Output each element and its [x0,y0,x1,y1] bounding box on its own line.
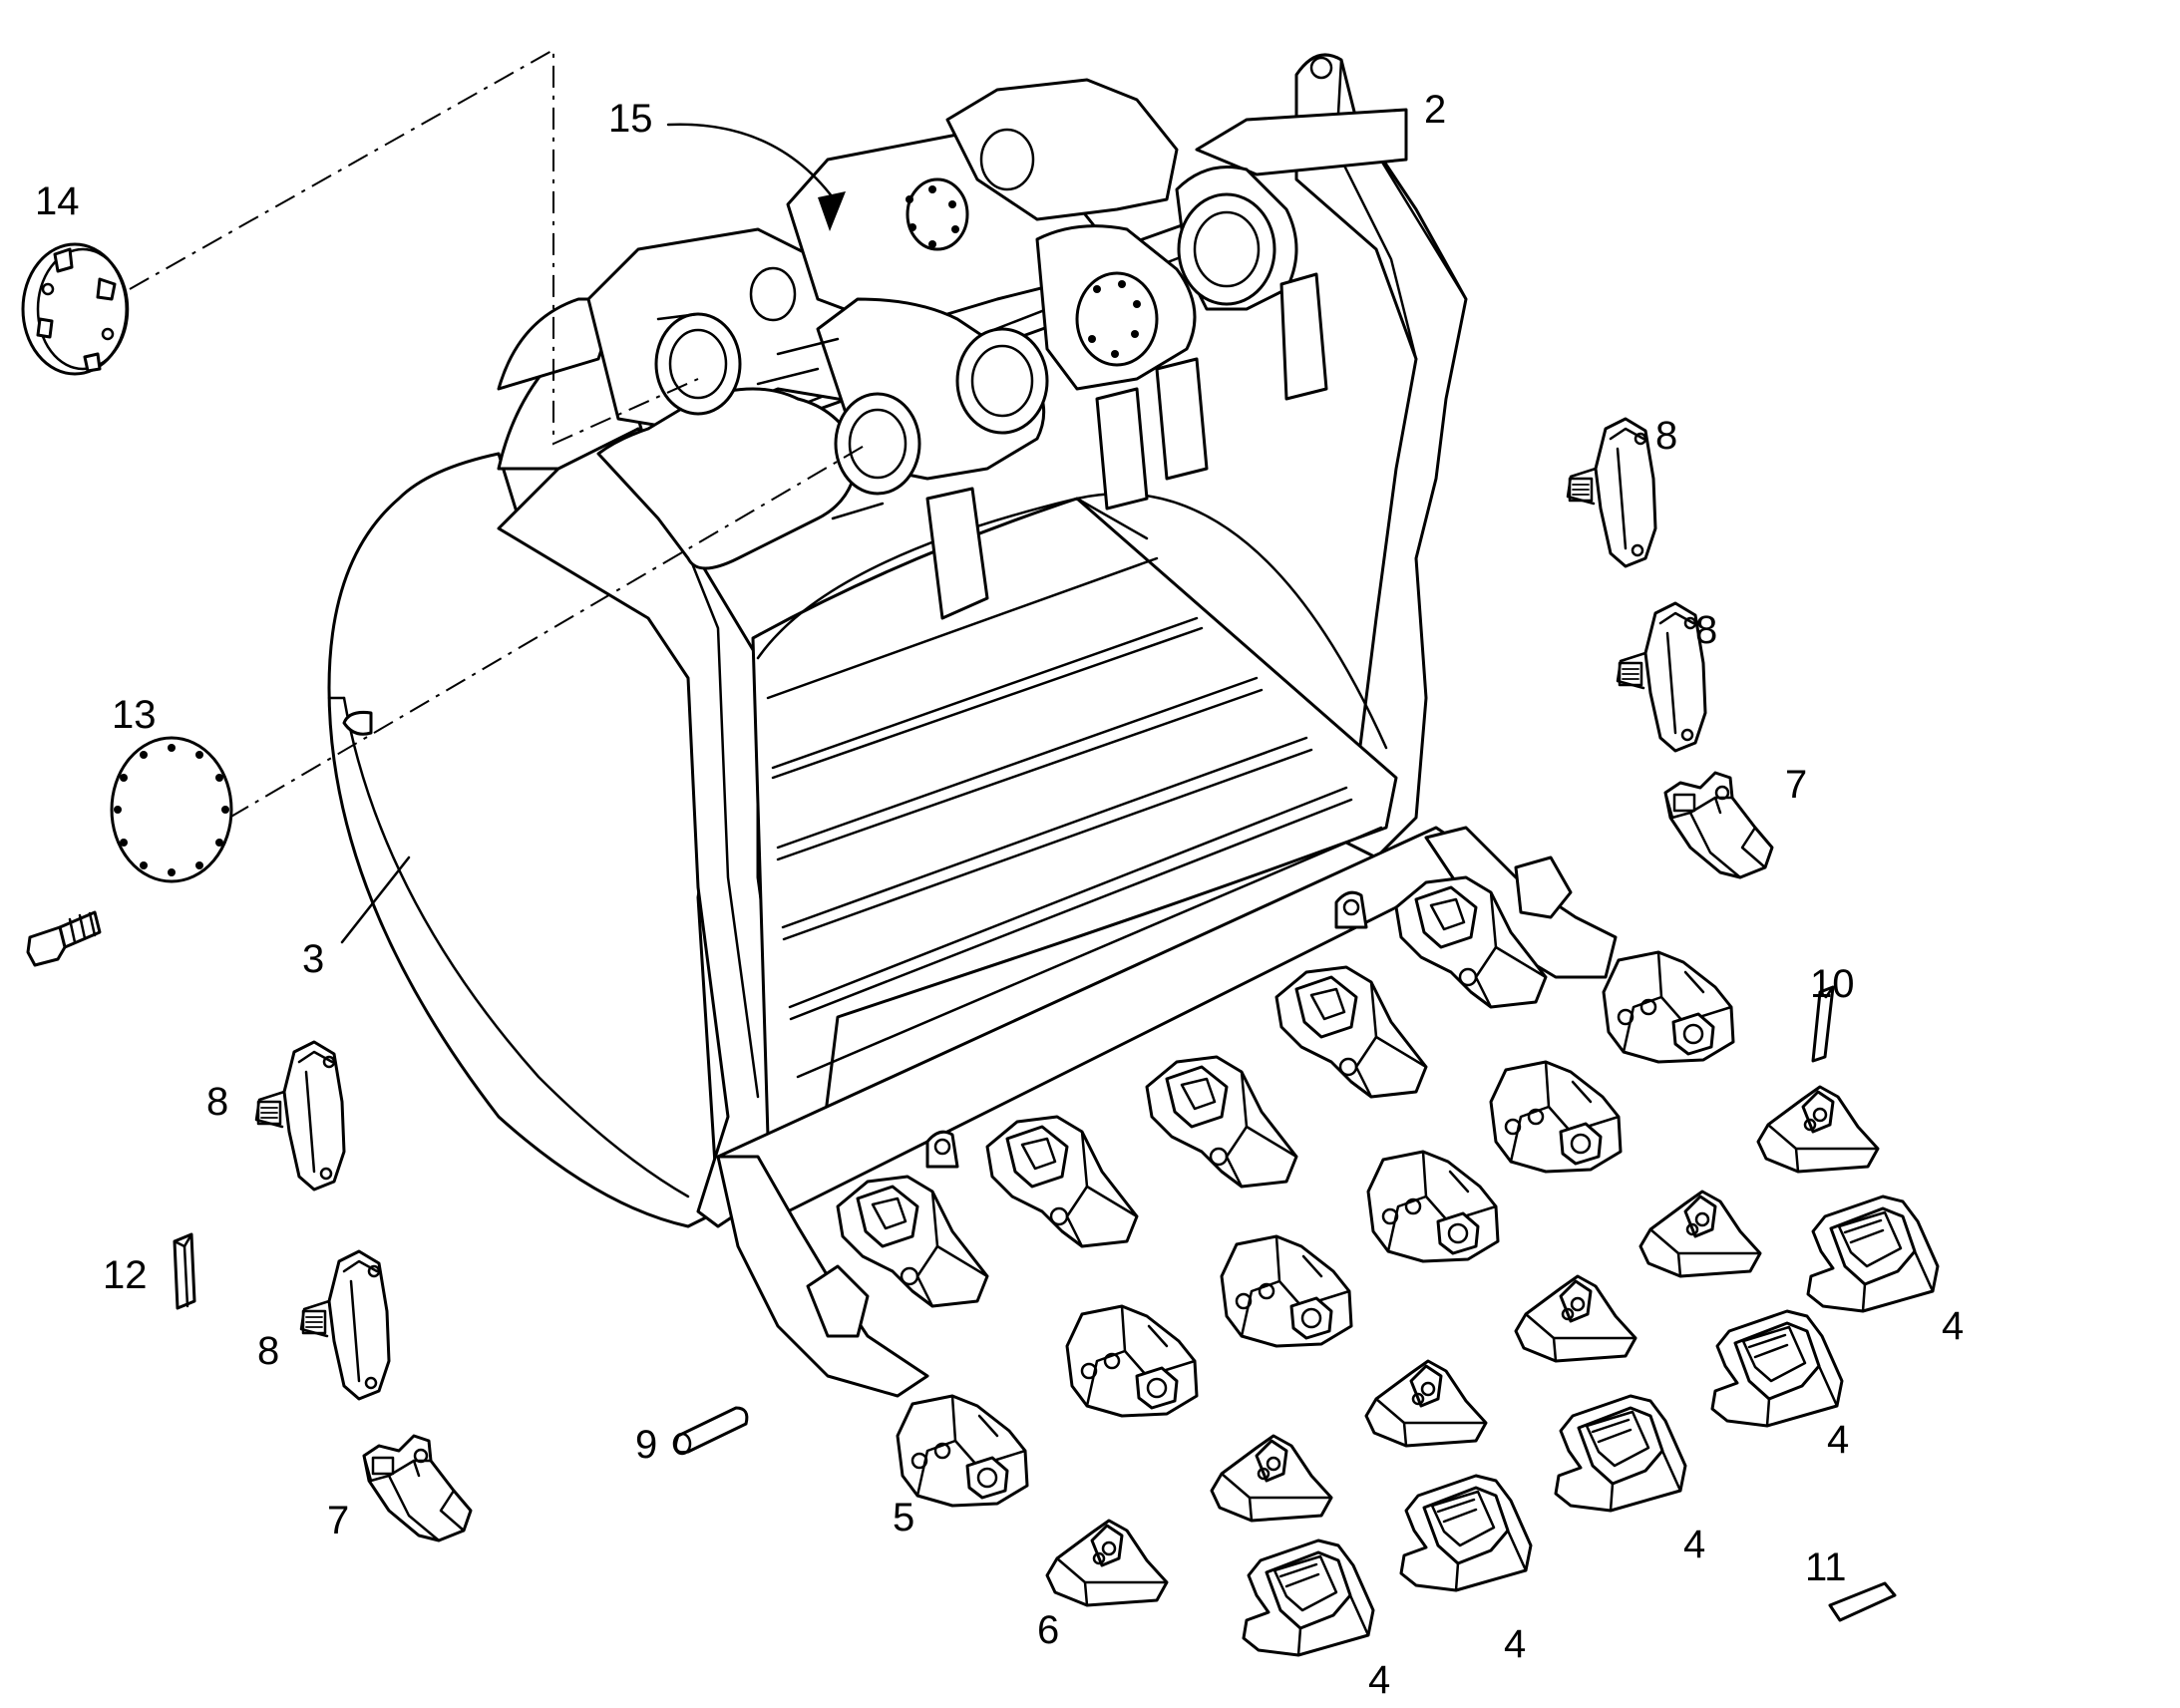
callout-4a: 4 [1942,1304,1964,1348]
callout-14: 14 [35,179,80,223]
part-15-arrow [666,123,846,231]
callout-6: 6 [1037,1608,1059,1652]
floor-wear-strips [766,556,1383,1079]
part-11-wedge [1828,1581,1897,1622]
part-10-pin [1811,985,1835,1063]
part-13-cover-plate [110,736,233,883]
part-9-roll-pin [672,1406,749,1456]
callout-10: 10 [1810,962,1855,1006]
callout-labels: 2 3 4 4 4 4 4 5 6 7 7 8 8 8 8 9 10 11 12… [35,88,1964,1702]
callout-5: 5 [893,1496,914,1539]
callout-15: 15 [608,97,653,141]
installed-end-caps [906,185,1141,358]
callout-9: 9 [635,1423,657,1467]
assembly-centerlines [129,48,869,819]
callout-7a: 7 [1785,763,1807,807]
callout-12: 12 [103,1253,148,1297]
callout-4d: 4 [1504,1622,1526,1666]
part-3-leader [340,855,411,944]
callout-4e: 4 [1368,1658,1390,1702]
callout-8c: 8 [206,1080,228,1124]
callout-4b: 4 [1827,1418,1849,1462]
callout-8a: 8 [1655,414,1677,458]
bucket-body [327,53,1468,1228]
part-12-pin [173,1232,196,1310]
callout-13: 13 [112,693,157,737]
bolt [26,910,102,967]
callout-2: 2 [1424,88,1446,132]
callout-11: 11 [1805,1545,1847,1589]
callout-8b: 8 [1695,608,1717,652]
cutting-lip [716,826,1618,1398]
callout-7b: 7 [327,1499,349,1542]
hinge-brackets [586,78,1328,620]
callout-8d: 8 [257,1329,279,1373]
callout-4c: 4 [1683,1523,1705,1566]
part-14-end-cap [21,242,130,376]
callout-3: 3 [302,937,324,981]
